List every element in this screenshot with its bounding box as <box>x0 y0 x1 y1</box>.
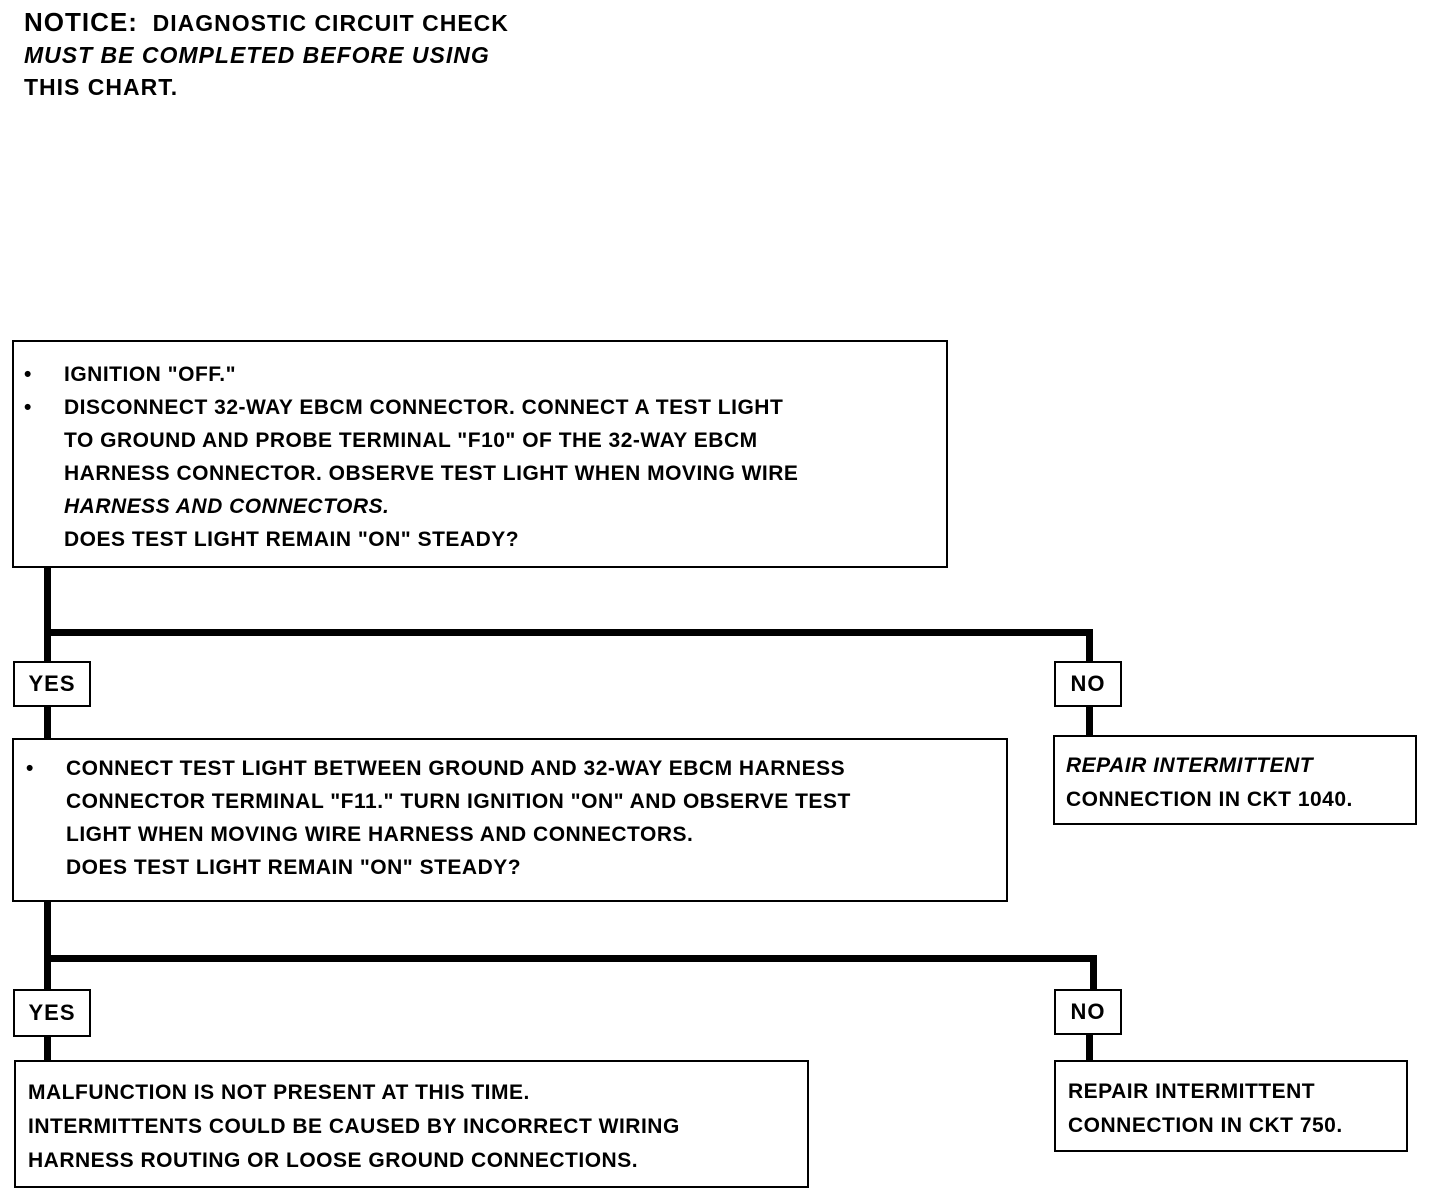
branch1-no-label: NO <box>1054 661 1122 707</box>
notice-line-1: NOTICE: DIAGNOSTIC CIRCUIT CHECK <box>24 6 509 39</box>
branch2-yes-label: YES <box>13 989 91 1037</box>
branch1-no-result-box <box>1053 735 1417 825</box>
connector-step2-down <box>44 900 51 962</box>
notice-line-1-text: DIAGNOSTIC CIRCUIT CHECK <box>152 10 509 36</box>
step2-box <box>12 738 1008 902</box>
connector-branch1-yes-to-step2 <box>44 706 51 740</box>
connector-branch2-horizontal <box>44 955 1097 962</box>
step1-line-3: TO GROUND AND PROBE TERMINAL "F10" OF TH… <box>64 429 758 452</box>
branch2-yes-result-line-1: MALFUNCTION IS NOT PRESENT AT THIS TIME. <box>28 1081 530 1104</box>
branch2-yes-result-text: MALFUNCTION IS NOT PRESENT AT THIS TIME.… <box>28 1076 680 1178</box>
connector-branch1-yes-drop <box>44 629 51 663</box>
notice-line-2: MUST BE COMPLETED BEFORE USING <box>24 42 490 68</box>
branch1-no-result-text: REPAIR INTERMITTENT CONNECTION IN CKT 10… <box>1066 749 1353 817</box>
branch1-no-result-line-1: REPAIR INTERMITTENT <box>1066 754 1314 777</box>
step1-line-2: •DISCONNECT 32-WAY EBCM CONNECTOR. CONNE… <box>24 391 798 424</box>
step1-text: •IGNITION "OFF." •DISCONNECT 32-WAY EBCM… <box>24 358 799 556</box>
branch1-yes-label: YES <box>13 661 91 707</box>
branch1-no-result-line-2: CONNECTION IN CKT 1040. <box>1066 788 1353 811</box>
branch2-no-result-line-2: CONNECTION IN CKT 750. <box>1068 1114 1343 1137</box>
step2-line-3: LIGHT WHEN MOVING WIRE HARNESS AND CONNE… <box>66 823 694 846</box>
branch2-no-result-line-1: REPAIR INTERMITTENT <box>1068 1080 1316 1103</box>
step1-line-5: HARNESS AND CONNECTORS. <box>64 495 390 518</box>
branch2-yes-result-line-2: INTERMITTENTS COULD BE CAUSED BY INCORRE… <box>28 1115 680 1138</box>
bullet-icon: • <box>26 757 34 780</box>
branch2-no-label: NO <box>1054 989 1122 1035</box>
notice-block: NOTICE: DIAGNOSTIC CIRCUIT CHECK MUST BE… <box>24 6 509 103</box>
connector-branch2-no-drop <box>1090 955 1097 991</box>
branch2-yes-result-line-3: HARNESS ROUTING OR LOOSE GROUND CONNECTI… <box>28 1149 639 1172</box>
notice-line-3: THIS CHART. <box>24 74 179 100</box>
connector-branch2-no-to-result <box>1086 1034 1093 1062</box>
step2-text: •CONNECT TEST LIGHT BETWEEN GROUND AND 3… <box>26 752 851 884</box>
step1-line-6: DOES TEST LIGHT REMAIN "ON" STEADY? <box>64 528 520 551</box>
connector-branch1-horizontal <box>44 629 1093 636</box>
branch2-yes-result-box <box>14 1060 809 1188</box>
connector-branch1-no-to-result <box>1086 706 1093 738</box>
step1-line-1: •IGNITION "OFF." <box>24 358 798 391</box>
branch2-no-result-text: REPAIR INTERMITTENT CONNECTION IN CKT 75… <box>1068 1075 1343 1143</box>
connector-step1-down <box>44 566 51 636</box>
branch2-no-result-box <box>1054 1060 1408 1152</box>
bullet-icon: • <box>24 363 32 386</box>
connector-branch1-no-drop <box>1086 629 1093 663</box>
connector-branch2-yes-drop <box>44 955 51 991</box>
step1-line-4: HARNESS CONNECTOR. OBSERVE TEST LIGHT WH… <box>64 462 799 485</box>
step2-line-2: CONNECTOR TERMINAL "F11." TURN IGNITION … <box>66 790 851 813</box>
connector-branch2-yes-to-result <box>44 1036 51 1062</box>
bullet-icon: • <box>24 396 32 419</box>
notice-lead: NOTICE: <box>24 7 138 37</box>
step2-line-1: •CONNECT TEST LIGHT BETWEEN GROUND AND 3… <box>26 752 851 785</box>
step2-line-4: DOES TEST LIGHT REMAIN "ON" STEADY? <box>66 856 522 879</box>
step1-box <box>12 340 948 568</box>
